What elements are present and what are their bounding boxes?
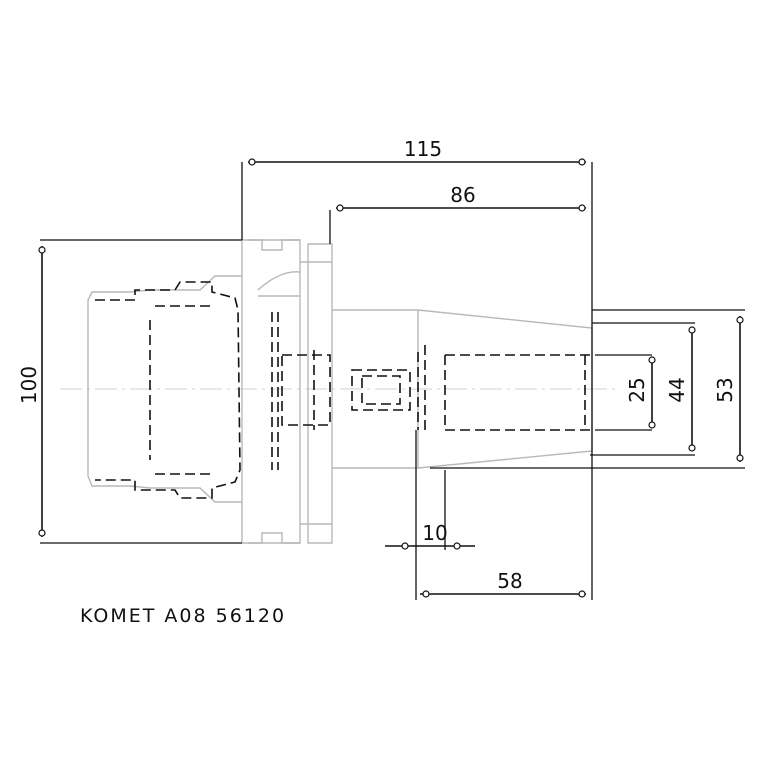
tool-holder-outline (87, 239, 593, 544)
dim-label-100: 100 (17, 366, 41, 404)
dimension-terminators (38, 158, 744, 598)
dim-label-58: 58 (497, 569, 522, 593)
dim-label-115: 115 (404, 137, 442, 161)
dim-label-25: 25 (625, 377, 649, 402)
dim-label-44: 44 (665, 377, 689, 402)
dim-label-53: 53 (713, 377, 737, 402)
dim-label-86: 86 (450, 183, 475, 207)
dim-label-10: 10 (422, 521, 447, 545)
part-number-caption: KOMET A08 56120 (80, 605, 286, 627)
hidden-features (95, 281, 595, 499)
dimension-lines (40, 161, 745, 600)
